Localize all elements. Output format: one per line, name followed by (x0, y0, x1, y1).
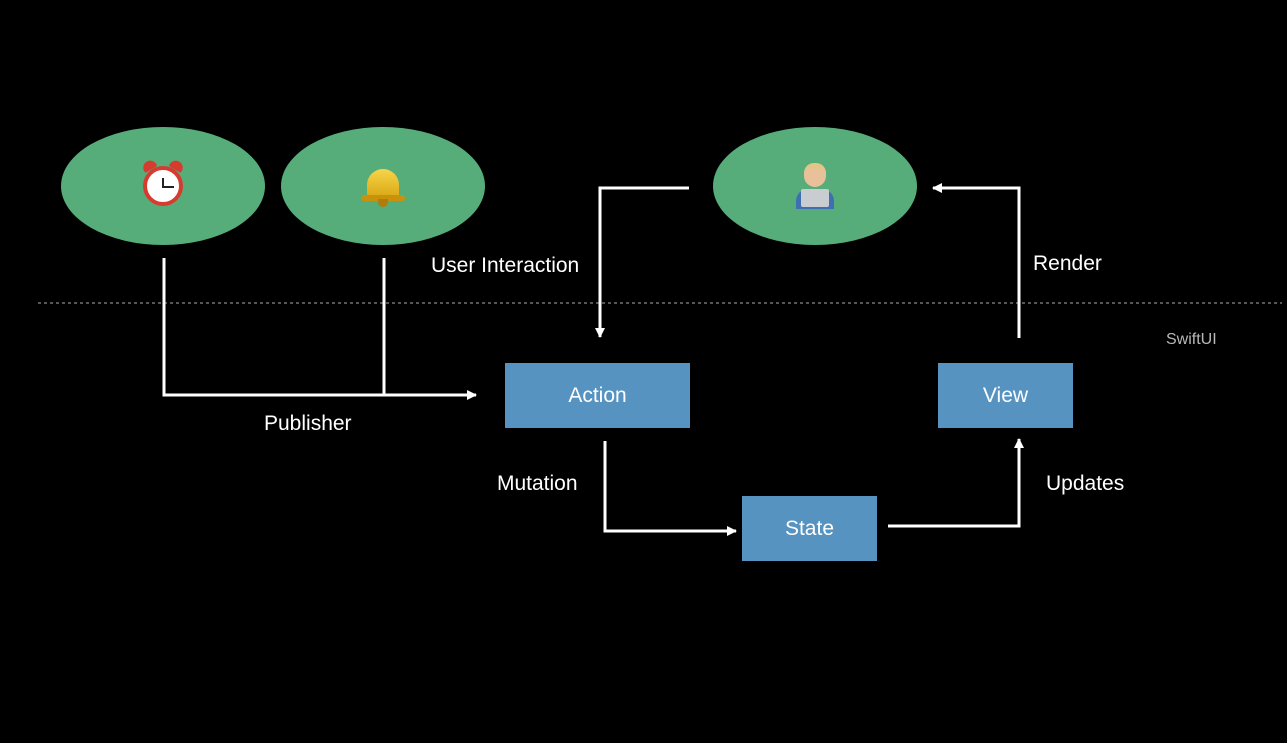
state-node: State (742, 496, 877, 561)
updates-label: Updates (1046, 472, 1125, 495)
alarm-clock-icon (143, 166, 183, 206)
timer-source-node (61, 127, 265, 245)
mutation-arrow (603, 441, 737, 536)
user-interaction-arrow (595, 186, 689, 338)
swiftui-layer-label: SwiftUI (1166, 331, 1217, 348)
publisher-label: Publisher (264, 412, 352, 435)
user-interaction-label: User Interaction (431, 254, 580, 277)
view-node: View (938, 363, 1073, 428)
render-label: Render (1033, 252, 1102, 275)
updates-arrow (888, 438, 1024, 528)
publisher-connector-bell (382, 258, 477, 400)
bell-icon (361, 165, 405, 207)
publisher-connector-clock (162, 258, 400, 397)
render-arrow (932, 183, 1021, 338)
technologist-icon (792, 163, 838, 209)
notification-source-node (281, 127, 485, 245)
user-node (713, 127, 917, 245)
mutation-label: Mutation (497, 472, 578, 495)
action-node: Action (505, 363, 690, 428)
